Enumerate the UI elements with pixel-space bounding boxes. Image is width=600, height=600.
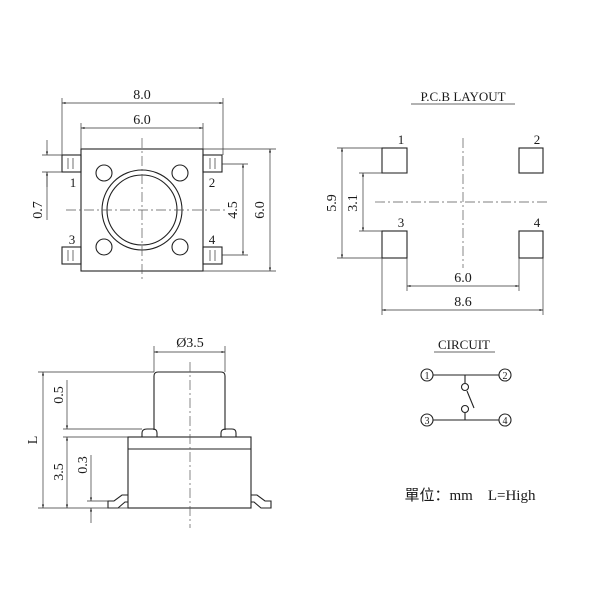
lead-left <box>107 494 128 509</box>
node-label: 3 <box>425 416 430 427</box>
node-label: 2 <box>503 371 508 382</box>
mount-hole <box>171 238 189 256</box>
dim-pcb-inner-vertical: 3.1 <box>346 194 361 212</box>
pad-label: 2 <box>534 132 541 147</box>
pad-label: 4 <box>534 215 541 230</box>
mount-hole <box>171 164 189 182</box>
dim-body-width: 6.0 <box>133 113 151 128</box>
side-view: Ø3.5 L 0.5 3.5 0.3 <box>26 336 272 528</box>
pcb-pad <box>518 147 544 174</box>
pcb-pad <box>381 147 408 174</box>
pin-label: 1 <box>70 175 77 190</box>
dim-plunger-diameter: Ø3.5 <box>176 336 204 351</box>
dim-pin-width: 0.7 <box>31 201 46 219</box>
pin-label: 4 <box>209 232 216 247</box>
unit-note: 單位：mm L=High <box>405 487 536 504</box>
stem-bump <box>220 428 237 437</box>
circuit-node-4: 4 <box>498 413 512 427</box>
dim-plunger-step: 0.5 <box>52 386 67 404</box>
pad-label: 3 <box>398 215 405 230</box>
side-body <box>127 436 252 509</box>
pad-label: 1 <box>398 132 405 147</box>
pcb-pad <box>518 230 544 259</box>
circuit-title: CIRCUIT <box>438 337 490 352</box>
dim-pcb-outer-horizontal: 8.6 <box>454 295 472 310</box>
top-view: 1 2 3 4 8.0 6.0 6.0 4.5 0.7 <box>31 88 276 282</box>
pin-label: 2 <box>209 175 216 190</box>
circuit-node-3: 3 <box>420 413 434 427</box>
node-label: 1 <box>425 371 430 382</box>
dim-body-height: 6.0 <box>253 201 268 219</box>
dim-pcb-inner-horizontal: 6.0 <box>454 271 472 286</box>
circuit: CIRCUIT 1 2 3 4 <box>420 337 512 427</box>
plunger <box>153 371 226 430</box>
circuit-node-1: 1 <box>420 368 434 382</box>
pin-label: 3 <box>69 232 76 247</box>
pcb-pad <box>381 230 408 259</box>
dim-overall-width: 8.0 <box>133 88 151 103</box>
pcb-layout: P.C.B LAYOUT 1 2 3 4 5.9 3.1 6.0 8.6 <box>325 89 550 315</box>
dim-lead-thickness: 0.3 <box>76 456 91 474</box>
pins <box>61 154 223 265</box>
dim-total-height: L <box>26 436 41 445</box>
dim-pin-pitch: 4.5 <box>226 201 241 219</box>
mount-hole <box>95 238 113 256</box>
dim-pcb-outer-vertical: 5.9 <box>325 194 340 212</box>
lead-right <box>251 494 272 509</box>
pcb-layout-title: P.C.B LAYOUT <box>420 89 505 104</box>
circuit-node-2: 2 <box>498 368 512 382</box>
node-label: 4 <box>503 416 508 427</box>
stem-bump <box>141 428 158 437</box>
dim-body-height-side: 3.5 <box>52 463 67 481</box>
mount-hole <box>95 164 113 182</box>
